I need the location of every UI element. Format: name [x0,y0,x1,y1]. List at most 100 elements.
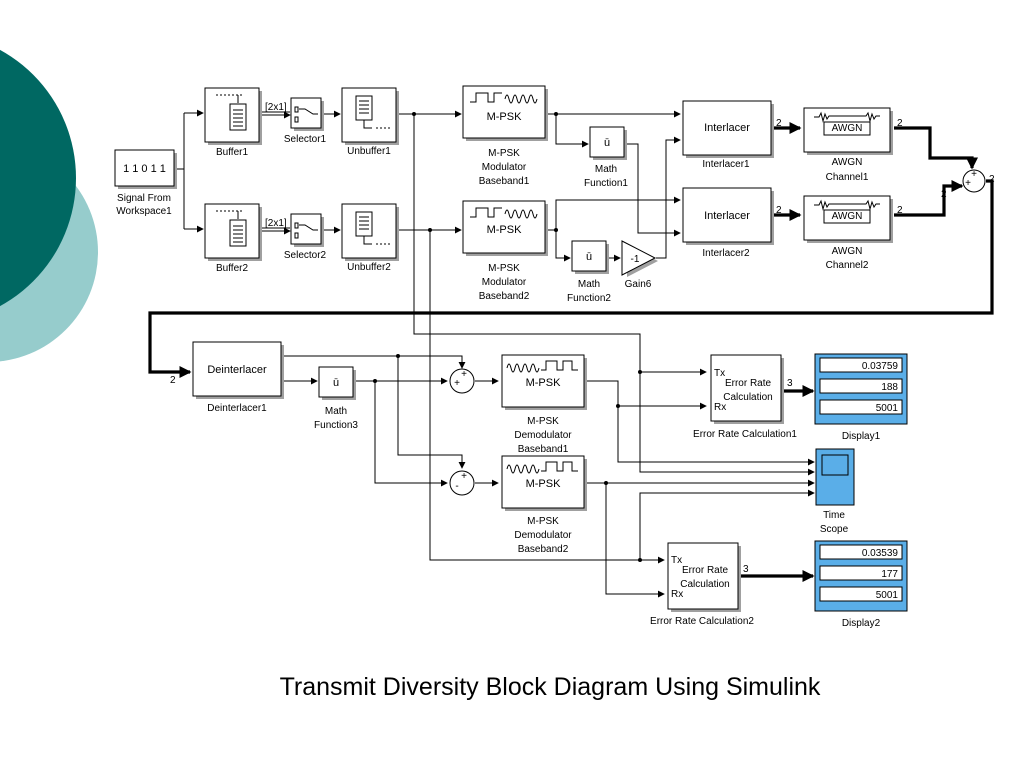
interlacer2-label: Interlacer2 [702,248,750,259]
unbuffer-icon [355,95,390,129]
mpsk-demodulator1-block[interactable]: M-PSK M-PSK Demodulator Baseband1 [501,354,587,455]
display1-value1: 0.03759 [862,361,899,372]
square-to-sine-icon [470,207,538,219]
decorative-circles [0,49,98,362]
noise-icon [814,199,880,211]
interlacer2-port: 2 [776,205,782,216]
buffer1-label: Buffer1 [216,147,248,158]
buffer2-block[interactable]: Buffer2 [204,203,262,274]
gain6-label: Gain6 [625,279,652,290]
erc1-tx: Tx [714,368,725,379]
signal-value: 1 1 0 1 1 [123,163,166,175]
math3-glyph: ū [333,377,339,389]
sum1-sign2: + [454,378,460,389]
sum2-sign2: - [455,481,458,492]
display1-block[interactable]: 0.03759 188 5001 Display1 [814,353,908,442]
buffer-icon [216,210,247,247]
demod1-label3: Baseband1 [518,444,569,455]
buffer-icon [216,94,247,131]
math1-label1: Math [595,164,617,175]
mpsk-modulator1-block[interactable]: M-PSK M-PSK Modulator Baseband1 [462,85,548,187]
deinterlacer1-block[interactable]: Deinterlacer 2 Deinterlacer1 [170,341,284,414]
erc1-label: Error Rate Calculation1 [693,429,797,440]
sum-main-out-port: 2 [989,174,995,185]
awgn1-text: AWGN [832,123,863,134]
demod2-label2: Demodulator [514,530,572,541]
display2-block[interactable]: 0.03539 177 5001 Display2 [814,540,908,629]
scope-label1: Time [823,510,845,521]
selector1-block[interactable]: [2x1] Selector1 [265,97,327,145]
unbuffer2-block[interactable]: Unbuffer2 [341,203,399,273]
error-rate-calculation1-block[interactable]: Tx Rx Error Rate Calculation 3 Error Rat… [693,354,797,440]
awgn-channel1-block[interactable]: AWGN 2 AWGN Channel1 [803,107,903,183]
mod2-text: M-PSK [487,224,523,236]
deinterlacer-label: Deinterlacer1 [207,403,267,414]
awgn1-port: 2 [897,118,903,129]
mod2-label1: M-PSK [488,263,520,274]
mod2-label2: Modulator [482,277,527,288]
sum-block-main[interactable]: + + 2 2 [941,169,995,200]
math-function1-block[interactable]: ū Math Function1 [584,126,628,189]
unbuffer1-block[interactable]: Unbuffer1 [341,87,399,157]
display1-value3: 5001 [876,403,899,414]
mod2-label3: Baseband2 [479,291,530,302]
signal-label-line2: Workspace1 [116,206,172,217]
signal-label-line1: Signal From [117,193,171,204]
noise-icon [814,111,880,123]
sum1-sign1: + [461,369,467,380]
interlacer1-text: Interlacer [704,122,750,134]
math-function3-block[interactable]: ū Math Function3 [314,366,358,431]
signal-from-workspace-block[interactable]: 1 1 0 1 1 Signal From Workspace1 [114,149,177,217]
interlacer1-label: Interlacer1 [702,159,750,170]
demod2-label1: M-PSK [527,516,559,527]
math1-label2: Function1 [584,178,628,189]
sum-block-1[interactable]: + + [449,368,475,394]
sine-to-square-icon [506,360,578,373]
mod1-label3: Baseband1 [479,176,530,187]
erc2-label: Error Rate Calculation2 [650,616,754,627]
deinterlacer-port: 2 [170,375,176,386]
demod1-label1: M-PSK [527,416,559,427]
signal-lines [148,109,994,598]
decorative-circle-dark [0,49,76,307]
erc2-tx: Tx [671,555,682,566]
mod1-label2: Modulator [482,162,527,173]
mod1-label1: M-PSK [488,148,520,159]
math3-label2: Function3 [314,420,358,431]
display2-label: Display2 [842,618,881,629]
math1-glyph: ū [604,137,610,149]
switch-icon [294,106,318,123]
time-scope-block[interactable]: Time Scope [815,448,855,535]
mpsk-demodulator2-block[interactable]: M-PSK M-PSK Demodulator Baseband2 [501,455,587,555]
selector2-block[interactable]: [2x1] Selector2 [265,213,327,261]
demod2-label3: Baseband2 [518,544,569,555]
awgn1-label1: AWGN [832,157,863,168]
gain6-block[interactable]: -1 Gain6 [621,240,658,290]
display1-label: Display1 [842,431,881,442]
display1-value2: 188 [881,382,898,393]
sine-to-square-icon [506,461,578,474]
interlacer1-port: 2 [776,118,782,129]
math-function2-block[interactable]: ū Math Function2 [567,240,611,304]
scope-label2: Scope [820,524,849,535]
awgn2-label1: AWGN [832,246,863,257]
mpsk-modulator2-block[interactable]: M-PSK M-PSK Modulator Baseband2 [462,200,548,302]
demod1-label2: Demodulator [514,430,572,441]
awgn2-text: AWGN [832,211,863,222]
awgn-channel2-block[interactable]: AWGN 2 AWGN Channel2 [803,195,903,271]
sum2-sign1: + [461,471,467,482]
error-rate-calculation2-block[interactable]: Tx Rx Error Rate Calculation 3 Error Rat… [650,542,754,627]
buffer1-block[interactable]: Buffer1 [204,87,262,158]
unbuffer1-label: Unbuffer1 [347,146,391,157]
interlacer1-block[interactable]: Interlacer 2 Interlacer1 [682,100,782,170]
unbuffer2-label: Unbuffer2 [347,262,391,273]
awgn2-label2: Channel2 [826,260,869,271]
awgn2-port: 2 [897,205,903,216]
awgn1-label2: Channel1 [826,172,869,183]
gain6-value: -1 [631,254,640,265]
sum-main-sign1: + [971,169,977,180]
interlacer2-block[interactable]: Interlacer 2 Interlacer2 [682,187,782,259]
sum-block-2[interactable]: + - [449,470,475,496]
deinterlacer-text: Deinterlacer [207,364,267,376]
